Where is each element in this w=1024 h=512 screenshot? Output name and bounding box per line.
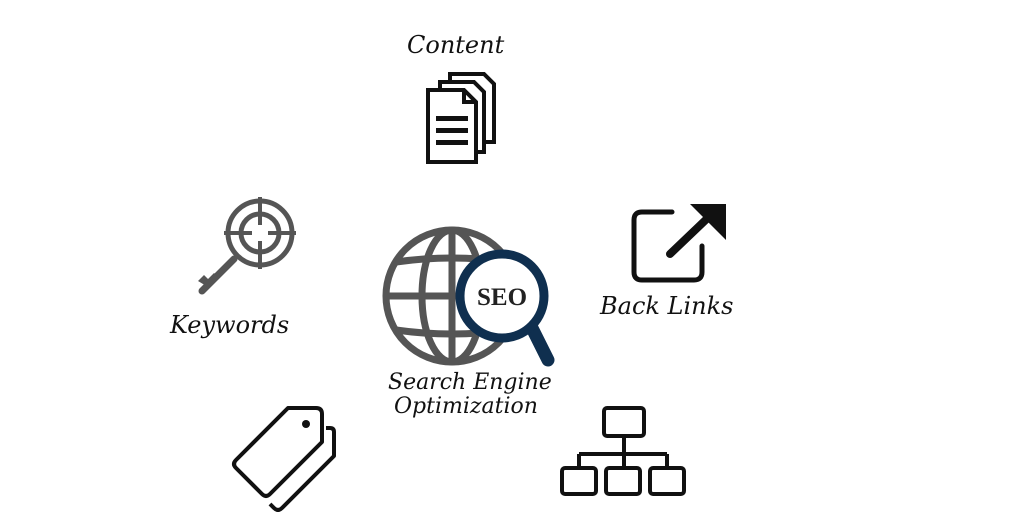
backlinks-label: Back Links — [600, 292, 734, 320]
documents-icon — [422, 70, 502, 166]
sitemap-icon — [556, 404, 690, 500]
center-label-line2: Optimization — [394, 394, 538, 419]
center-label-line1: Search Engine — [388, 370, 552, 395]
key-target-icon — [188, 195, 304, 303]
globe-search-icon: SEO — [382, 224, 558, 372]
external-link-icon — [628, 200, 732, 286]
seo-badge-text: SEO — [477, 284, 527, 311]
content-label: Content — [407, 31, 505, 59]
keywords-label: Keywords — [170, 311, 290, 339]
tag-icon — [226, 398, 342, 512]
